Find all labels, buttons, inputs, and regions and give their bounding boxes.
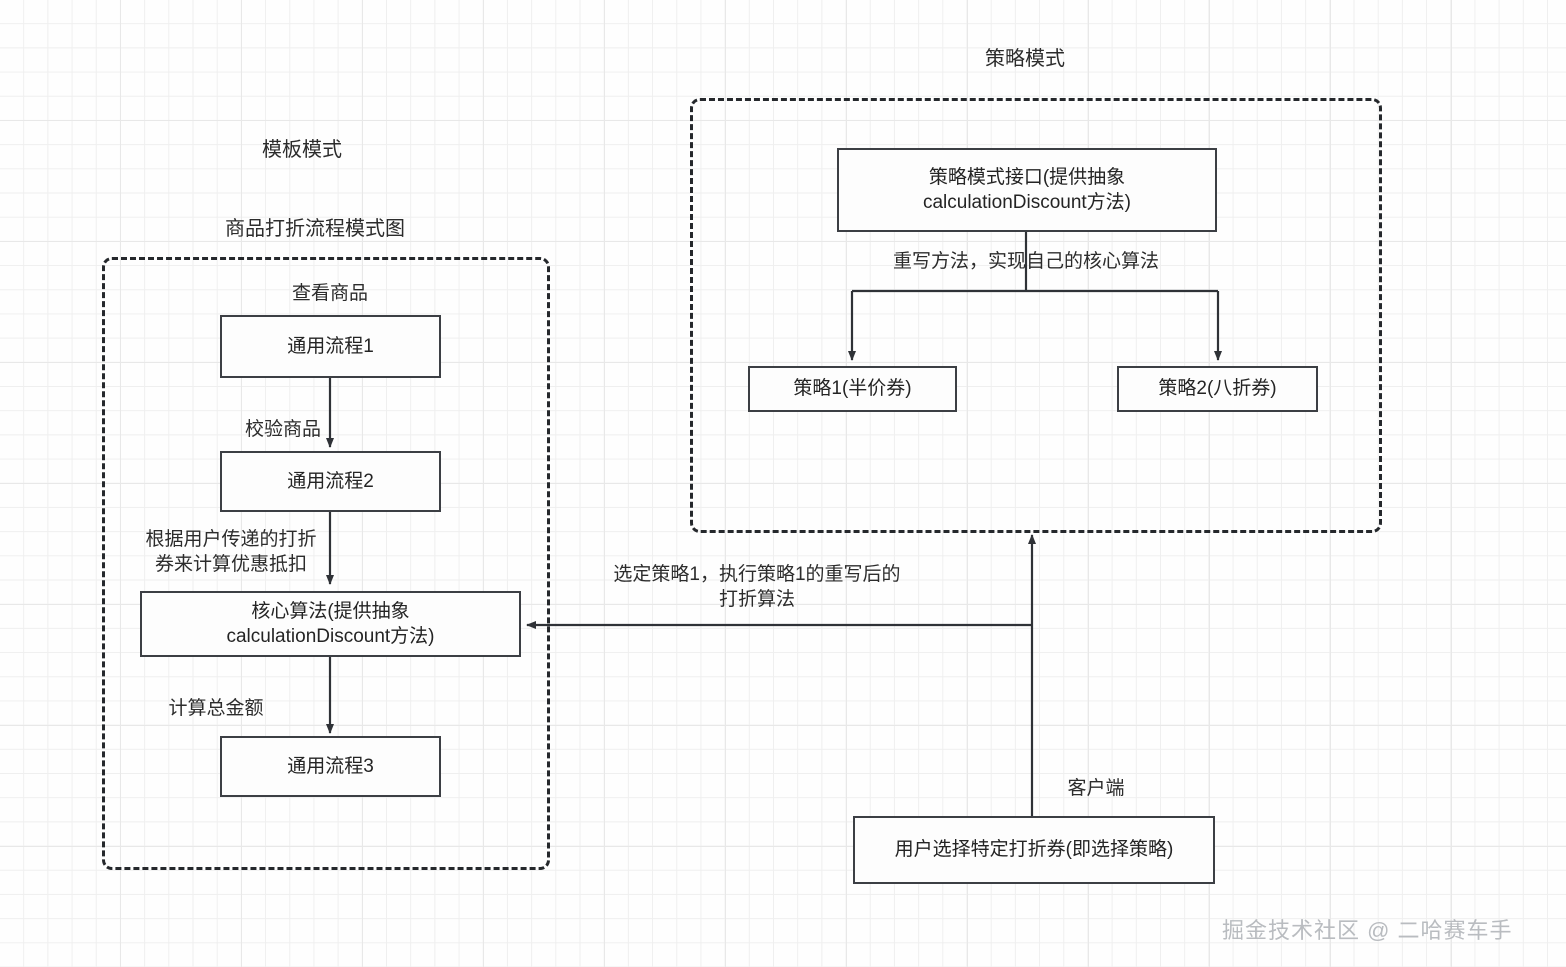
- template-pattern-subtitle: 商品打折流程模式图: [225, 218, 405, 240]
- strategy-pattern-title: 策略模式: [985, 48, 1065, 70]
- watermark: 掘金技术社区 @ 二哈赛车手: [1222, 918, 1513, 943]
- node-strategy-2[interactable]: 策略2(八折券): [1117, 366, 1318, 412]
- step-caption-discount-calc: 根据用户传递的打折 券来计算优惠抵扣: [145, 529, 317, 575]
- branch-caption-override-method: 重写方法，实现自己的核心算法: [892, 251, 1159, 272]
- step-caption-validate-product: 校验商品: [244, 419, 321, 440]
- node-common-process-3[interactable]: 通用流程3: [220, 736, 441, 797]
- node-strategy-1[interactable]: 策略1(半价券): [748, 366, 957, 412]
- client-caption: 客户端: [1067, 778, 1125, 799]
- template-pattern-panel: [102, 257, 550, 870]
- node-client-select-coupon[interactable]: 用户选择特定打折券(即选择策略): [853, 816, 1215, 884]
- node-common-process-1[interactable]: 通用流程1: [220, 315, 441, 378]
- node-strategy-interface[interactable]: 策略模式接口(提供抽象 calculationDiscount方法): [837, 148, 1217, 232]
- template-pattern-title: 模板模式: [262, 139, 342, 161]
- connector-label-select-strategy: 选定策略1，执行策略1的重写后的 打折算法: [613, 564, 901, 610]
- strategy-pattern-panel: [690, 98, 1382, 533]
- step-caption-view-product: 查看商品: [291, 283, 368, 304]
- node-common-process-2[interactable]: 通用流程2: [220, 451, 441, 512]
- node-core-algorithm[interactable]: 核心算法(提供抽象 calculationDiscount方法): [140, 591, 521, 657]
- step-caption-total-amount: 计算总金额: [168, 698, 264, 719]
